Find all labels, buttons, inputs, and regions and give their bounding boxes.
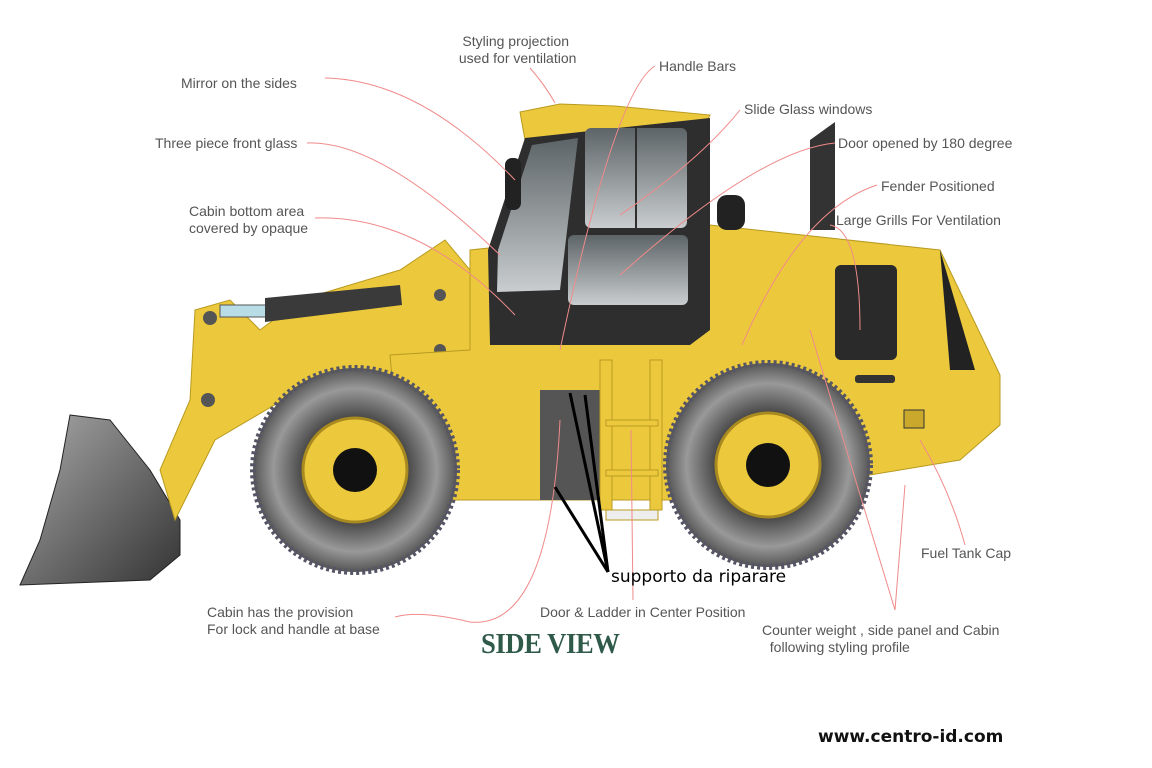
leader-lines	[306, 65, 966, 623]
lower-slide-window	[568, 235, 688, 305]
diagram-title: SIDE VIEW	[481, 628, 620, 660]
label-mirror: Mirror on the sides	[181, 75, 297, 91]
hydraulic-cylinder	[265, 285, 402, 322]
bucket	[19, 414, 181, 586]
label-counter-weight: Counter weight , side panel and Cabin fo…	[762, 622, 1000, 655]
label-front-glass: Three piece front glass	[155, 135, 298, 151]
label-door-ladder: Door & Ladder in Center Position	[540, 604, 746, 620]
side-mirror	[505, 158, 521, 210]
annotation-strokes	[553, 392, 610, 573]
label-styling-projection: Styling projection used for ventilation	[458, 33, 577, 66]
label-fuel-cap: Fuel Tank Cap	[921, 545, 1012, 561]
label-cabin-bottom: Cabin bottom area covered by opaque	[189, 203, 309, 236]
label-cabin-lock: Cabin has the provision For lock and han…	[207, 604, 380, 637]
exhaust-stack	[810, 122, 835, 230]
front-wheel	[663, 360, 873, 570]
grill	[835, 265, 897, 360]
label-door-opened: Door opened by 180 degree	[838, 135, 1013, 151]
front-glass	[497, 138, 578, 292]
fuel-tank-cap	[903, 409, 925, 429]
annotation-note: supporto da riparare	[611, 567, 787, 587]
label-slide-glass: Slide Glass windows	[744, 101, 873, 117]
website-watermark: www.centro-id.com	[818, 727, 1004, 747]
rear-wheel	[250, 365, 460, 575]
air-intake	[717, 195, 745, 230]
label-handle-bars: Handle Bars	[659, 58, 737, 74]
label-grills: Large Grills For Ventilation	[836, 212, 1001, 228]
label-fender: Fender Positioned	[881, 178, 995, 194]
